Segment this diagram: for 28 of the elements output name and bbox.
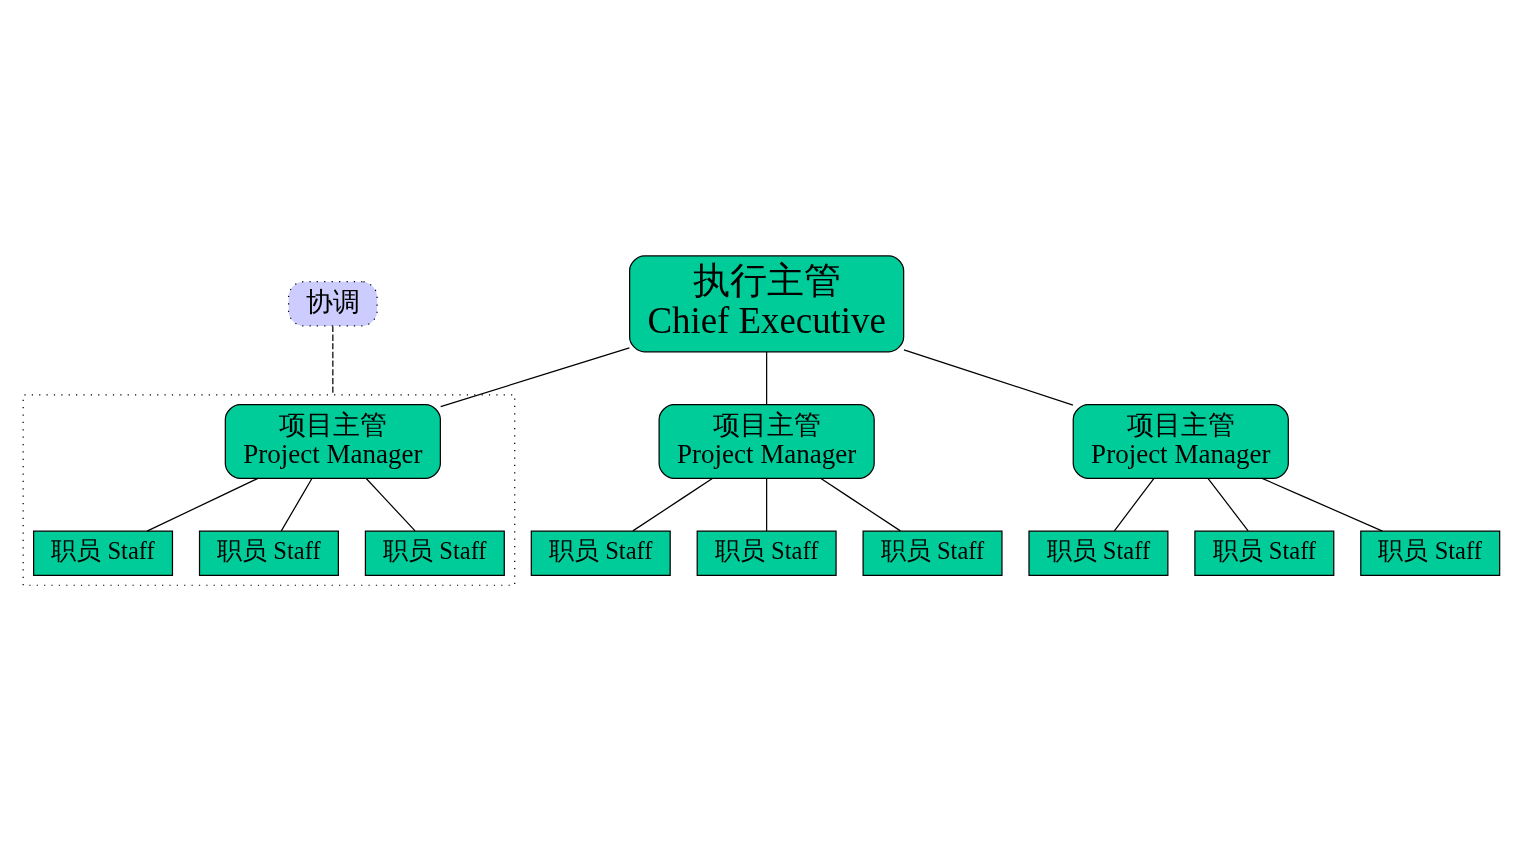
node-box: 职员 Staff <box>696 530 837 576</box>
connector <box>332 325 334 395</box>
connector <box>1207 477 1249 531</box>
node-box: 协调 <box>288 280 378 327</box>
connector <box>146 477 259 532</box>
node-box: 职员 Staff <box>198 530 339 576</box>
connector <box>820 477 901 531</box>
connector <box>280 477 313 531</box>
node-box: 项目主管 Project Manager <box>1072 403 1289 479</box>
connector <box>632 477 713 531</box>
node-box: 执行主管 Chief Executive <box>629 254 905 352</box>
node-box: 职员 Staff <box>33 530 174 576</box>
node-box: 职员 Staff <box>1194 530 1335 576</box>
connector <box>1113 477 1155 531</box>
node-box: 项目主管 Project Manager <box>224 403 441 479</box>
connector <box>1261 477 1384 532</box>
node-box: 职员 Staff <box>862 530 1003 576</box>
node-box: 职员 Staff <box>1028 530 1169 576</box>
connector <box>766 350 768 405</box>
cluster <box>22 393 516 586</box>
connector <box>365 477 416 531</box>
connector <box>766 477 768 531</box>
connector <box>903 348 1074 406</box>
node-box: 职员 Staff <box>1360 530 1501 576</box>
node-box: 项目主管 Project Manager <box>658 403 875 479</box>
node-box: 职员 Staff <box>530 530 671 576</box>
connector <box>440 346 630 407</box>
node-box: 职员 Staff <box>364 530 505 576</box>
